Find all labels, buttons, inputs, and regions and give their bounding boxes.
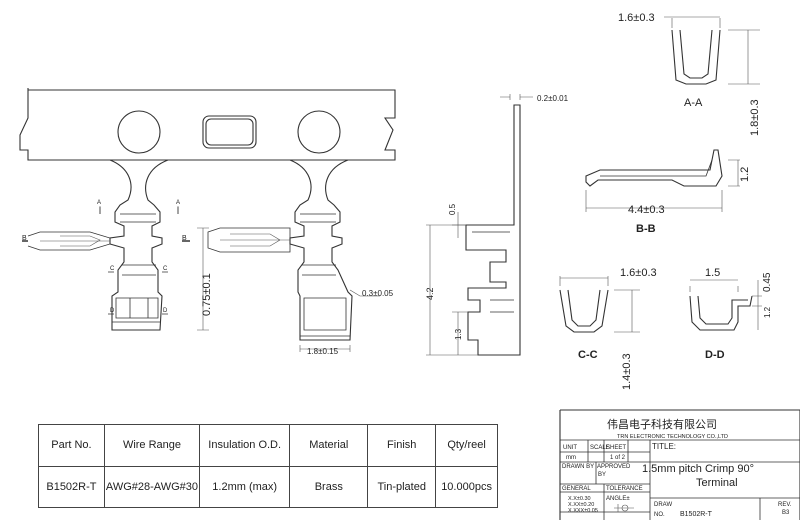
svg-text:BY: BY: [598, 472, 606, 478]
strip-dim: 0.75±0.1 1.8±0.15 0.3±0.05: [197, 227, 394, 356]
side-view: 0.2±0.01 4.2 0.5 1.3: [425, 94, 569, 356]
svg-text:SHEET: SHEET: [606, 445, 626, 451]
dim-h42: 4.2: [425, 287, 435, 300]
svg-text:TITLE:: TITLE:: [652, 442, 676, 451]
dim-c-width: 1.6±0.3: [620, 267, 657, 279]
spec-header-row: Part No. Wire Range Insulation O.D. Mate…: [38, 424, 498, 467]
value-insulation: 1.2mm (max): [199, 465, 291, 508]
section-cc: 1.6±0.3 1.4±0.3 C-C: [559, 267, 657, 390]
svg-text:D: D: [163, 308, 168, 314]
dim-width-bottom: 1.8±0.15: [307, 347, 339, 356]
spec-table: Part No. Wire Range Insulation O.D. Mate…: [38, 424, 498, 508]
dim-b-length: 4.4±0.3: [628, 204, 665, 216]
terminal-left: [27, 159, 179, 331]
company-cn: 伟昌电子科技有限公司: [607, 417, 717, 431]
value-wire-range: AWG#28-AWG#30: [103, 465, 201, 508]
dim-h13: 1.3: [454, 328, 463, 340]
svg-text:X.XX±0.20: X.XX±0.20: [568, 502, 594, 508]
dim-strip-height: 0.75±0.1: [201, 273, 213, 316]
svg-text:UNIT: UNIT: [563, 445, 577, 451]
dim-d-width: 1.5: [705, 267, 720, 279]
svg-text:TOLERANCE: TOLERANCE: [606, 486, 643, 492]
header-wire-range: Wire Range: [103, 424, 201, 467]
label-bb: B-B: [636, 223, 656, 235]
value-part-no: B1502R-T: [38, 465, 105, 508]
dim-a-height: 1.8±0.3: [749, 99, 761, 136]
company-en: TRN ELECTRONIC TECHNOLOGY CO.,LTD: [617, 434, 728, 440]
svg-text:mm: mm: [566, 455, 576, 461]
header-insulation: Insulation O.D.: [199, 424, 291, 467]
dim-c-height: 1.4±0.3: [621, 353, 633, 390]
section-dd: 1.5 0.45 1.2 D-D: [689, 267, 773, 361]
svg-text:Terminal: Terminal: [696, 477, 738, 489]
svg-text:B1502R-T: B1502R-T: [680, 511, 713, 518]
svg-text:B3: B3: [782, 510, 790, 516]
svg-text:X.X±0.30: X.X±0.30: [568, 496, 591, 502]
value-material: Brass: [289, 465, 369, 508]
svg-text:GENERAL: GENERAL: [562, 486, 591, 492]
header-part-no: Part No.: [38, 424, 105, 467]
title-block: 伟昌电子科技有限公司 TRN ELECTRONIC TECHNOLOGY CO.…: [559, 409, 800, 520]
section-markers: A A B B C C D D: [22, 200, 190, 315]
header-qty: Qty/reel: [435, 424, 498, 467]
svg-text:A: A: [176, 200, 180, 206]
dim-d-h1: 0.45: [762, 272, 773, 292]
svg-text:B: B: [22, 235, 27, 242]
dim-a-width: 1.6±0.3: [618, 12, 655, 24]
svg-text:X.XXX±0.05: X.XXX±0.05: [568, 508, 598, 514]
svg-text:D: D: [110, 308, 115, 314]
svg-text:1.5mm pitch Crimp 90°: 1.5mm pitch Crimp 90°: [642, 463, 754, 475]
header-material: Material: [289, 424, 369, 467]
carrier-strip: [19, 88, 396, 161]
svg-text:APPROVED: APPROVED: [597, 464, 631, 470]
svg-text:C: C: [110, 266, 115, 272]
value-qty: 10.000pcs: [435, 465, 498, 508]
svg-text:1 of 2: 1 of 2: [610, 455, 626, 461]
svg-text:DRAWN BY: DRAWN BY: [562, 464, 594, 470]
dim-h05: 0.5: [448, 203, 457, 215]
section-aa: 1.6±0.3 1.8±0.3 A-A: [618, 12, 761, 136]
dim-pitch: 0.3±0.05: [362, 289, 394, 298]
svg-text:REV.: REV.: [778, 502, 792, 508]
svg-text:C: C: [163, 266, 168, 272]
section-bb: 1.2 4.4±0.3 B-B: [585, 149, 751, 235]
dim-d-h2: 1.2: [763, 306, 772, 318]
dim-b-height: 1.2: [739, 167, 751, 182]
value-finish: Tin-plated: [367, 465, 437, 508]
svg-text:ANGLE±: ANGLE±: [606, 496, 630, 502]
header-finish: Finish: [367, 424, 437, 467]
label-dd: D-D: [705, 349, 725, 361]
svg-text:DRAW: DRAW: [654, 502, 672, 508]
dim-thickness: 0.2±0.01: [537, 94, 569, 103]
label-aa: A-A: [684, 97, 703, 109]
svg-text:A: A: [97, 200, 101, 206]
terminal-right: [207, 159, 353, 341]
spec-value-row: B1502R-T AWG#28-AWG#30 1.2mm (max) Brass…: [38, 465, 498, 508]
svg-text:B: B: [182, 235, 187, 242]
svg-text:NO.: NO.: [654, 512, 665, 518]
svg-text:SCALE: SCALE: [590, 445, 610, 451]
label-cc: C-C: [578, 349, 598, 361]
